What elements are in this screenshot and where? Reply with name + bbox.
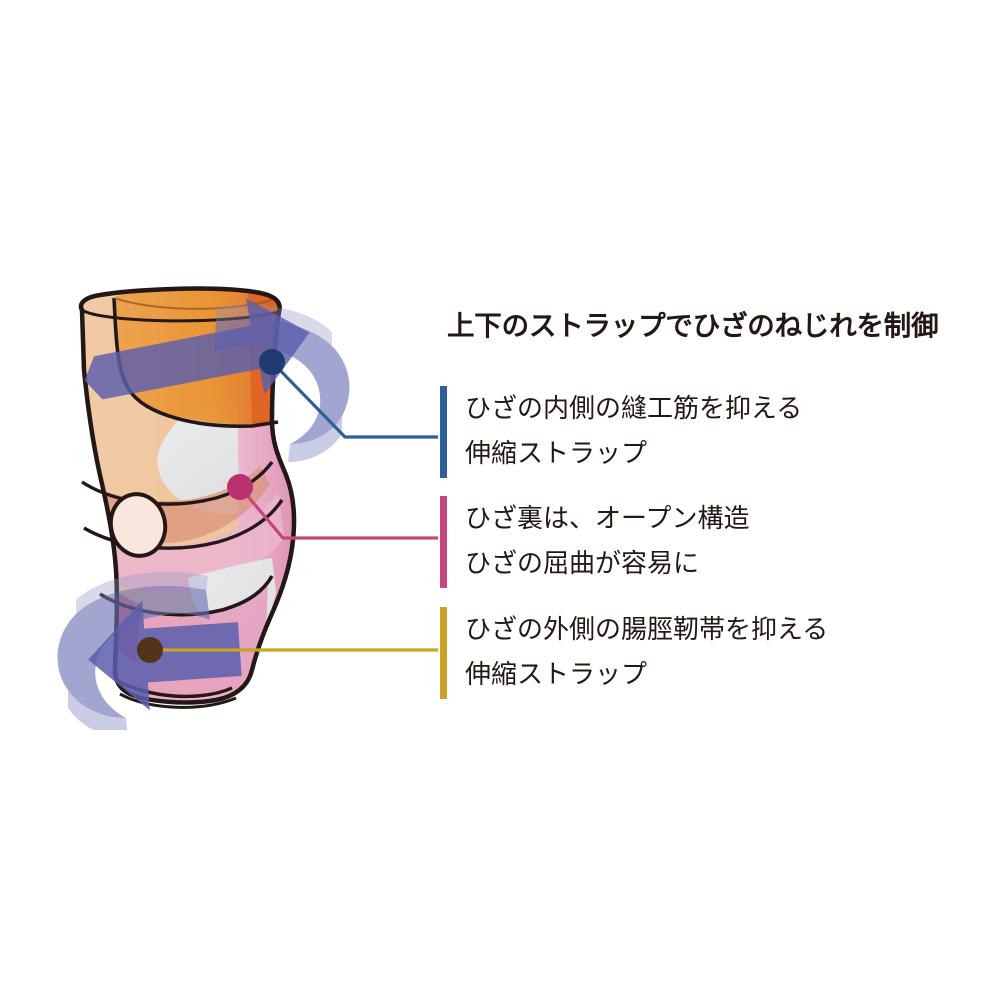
knee-brace-illustration: [20, 270, 440, 738]
callout-outer-strap: ひざの外側の腸脛靭帯を抑える 伸縮ストラップ: [440, 607, 828, 699]
callout-text-outer-strap: ひざの外側の腸脛靭帯を抑える 伸縮ストラップ: [465, 607, 828, 697]
callout-line-2: 伸縮ストラップ: [465, 659, 648, 689]
callout-line-2: ひざの屈曲が容易に: [465, 548, 700, 578]
mid-contour-1: [81, 460, 274, 506]
callout-line-1: ひざ裏は、オープン構造: [465, 503, 750, 533]
callout-text-inner-strap: ひざの内側の縫工筋を抑える 伸縮ストラップ: [465, 386, 802, 476]
patella-opening: [108, 492, 168, 558]
accent-bar-gold: [440, 607, 447, 699]
upper-strap-band: [214, 305, 350, 462]
accent-bar-blue: [440, 386, 447, 478]
bottom-rim-line-2: [119, 692, 237, 709]
callout-line-1: ひざの外側の腸脛靭帯を抑える: [465, 614, 829, 644]
callout-inner-strap: ひざの内側の縫工筋を抑える 伸縮ストラップ: [440, 386, 802, 478]
lower-strap-arrow: [88, 600, 242, 711]
callout-open-back: ひざ裏は、オープン構造 ひざの屈曲が容易に: [440, 496, 749, 588]
callout-line-1: ひざの内側の縫工筋を抑える: [465, 393, 803, 423]
callout-line-2: 伸縮ストラップ: [465, 438, 648, 468]
upper-strap-arrow: [84, 298, 310, 400]
brace-outline: [78, 286, 297, 705]
lower-strap-band: [57, 571, 210, 738]
callout-text-open-back: ひざ裏は、オープン構造 ひざの屈曲が容易に: [465, 496, 749, 586]
page-title: 上下のストラップでひざのねじれを制御: [447, 310, 939, 341]
accent-bar-magenta: [440, 496, 447, 588]
